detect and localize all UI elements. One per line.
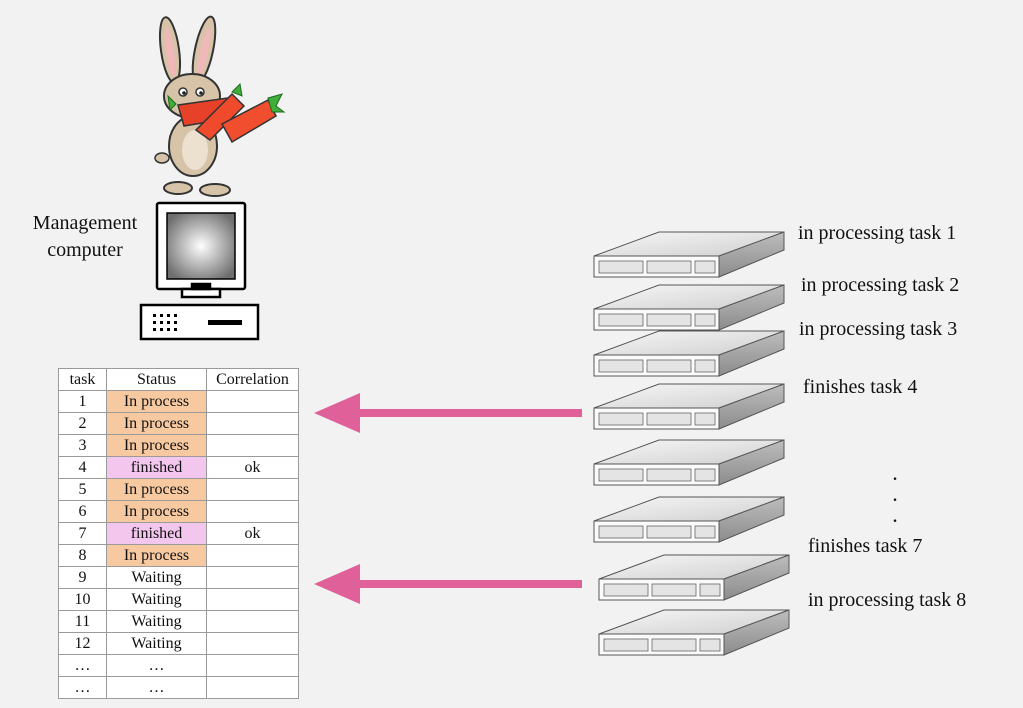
task-cell: 4 (58, 456, 107, 479)
table-row: …… (58, 676, 299, 699)
task-cell: 2 (58, 412, 107, 435)
server-label-2: in processing task 2 (801, 274, 960, 296)
header-status: Status (106, 368, 207, 391)
status-cell: In process (106, 500, 207, 523)
server-icon (598, 609, 790, 656)
server-icon (598, 554, 790, 601)
task-cell: 6 (58, 500, 107, 523)
server-icon (593, 496, 785, 543)
correlation-cell (206, 588, 299, 611)
correlation-cell (206, 632, 299, 655)
task-cell: 8 (58, 544, 107, 567)
status-cell: Waiting (106, 632, 207, 655)
task-cell: 11 (58, 610, 107, 633)
management-computer-label: Management computer (18, 210, 152, 264)
correlation-cell (206, 478, 299, 501)
server-icon (593, 383, 785, 430)
task-cell: 7 (58, 522, 107, 545)
status-cell: In process (106, 434, 207, 457)
task-cell: 9 (58, 566, 107, 589)
server-label-4: finishes task 4 (803, 376, 918, 398)
task-cell: … (58, 654, 107, 677)
task-cell: 12 (58, 632, 107, 655)
status-cell: In process (106, 544, 207, 567)
management-label-line2: computer (47, 239, 123, 261)
correlation-cell (206, 610, 299, 633)
correlation-cell (206, 500, 299, 523)
status-cell: finished (106, 456, 207, 479)
correlation-cell (206, 412, 299, 435)
ellipsis-dot: . (892, 460, 898, 485)
correlation-cell: ok (206, 456, 299, 479)
correlation-cell (206, 676, 299, 699)
status-cell: … (106, 654, 207, 677)
server-label-8: in processing task 8 (808, 589, 967, 611)
rabbit-with-carrots-icon (154, 15, 286, 197)
correlation-cell (206, 566, 299, 589)
result-arrow-task4 (314, 393, 582, 433)
server-label-7: finishes task 7 (808, 535, 923, 557)
server-label-3: in processing task 3 (799, 318, 958, 340)
computer-icon (139, 201, 260, 341)
status-cell: Waiting (106, 610, 207, 633)
status-cell: In process (106, 478, 207, 501)
result-arrow-task7 (314, 564, 582, 604)
status-cell: In process (106, 412, 207, 435)
ellipsis-dot: . (892, 502, 898, 527)
server-icon (593, 284, 785, 331)
task-cell: 3 (58, 434, 107, 457)
status-cell: Waiting (106, 588, 207, 611)
correlation-cell (206, 544, 299, 567)
header-correlation: Correlation (206, 368, 299, 391)
status-cell: finished (106, 522, 207, 545)
task-cell: 10 (58, 588, 107, 611)
server-icon (593, 231, 785, 278)
status-cell: … (106, 676, 207, 699)
correlation-cell (206, 390, 299, 413)
server-stack (593, 231, 790, 656)
ellipsis-dot: . (892, 481, 898, 506)
task-cell: 1 (58, 390, 107, 413)
status-cell: Waiting (106, 566, 207, 589)
server-label-1: in processing task 1 (798, 222, 957, 244)
correlation-cell (206, 654, 299, 677)
vertical-ellipsis: . . . (888, 460, 902, 527)
server-icon (593, 330, 785, 377)
table-row: …… (58, 654, 299, 677)
management-label-line1: Management (32, 212, 138, 234)
task-cell: … (58, 676, 107, 699)
correlation-cell: ok (206, 522, 299, 545)
server-icon (593, 439, 785, 486)
correlation-cell (206, 434, 299, 457)
table-header-row: task Status Correlation (58, 368, 299, 391)
status-cell: In process (106, 390, 207, 413)
header-task: task (58, 368, 107, 391)
task-cell: 5 (58, 478, 107, 501)
